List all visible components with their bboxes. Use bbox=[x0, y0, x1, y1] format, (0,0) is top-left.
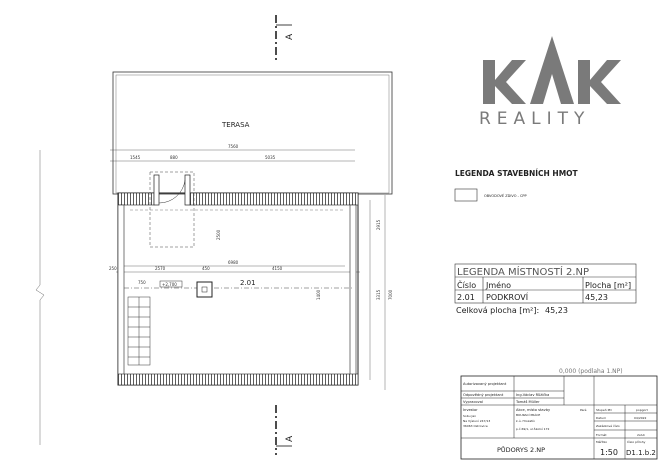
svg-text:5035: 5035 bbox=[265, 155, 276, 160]
svg-text:A: A bbox=[285, 33, 295, 40]
dimension-labels: 7560 1545 880 5035 6980 2570 450 4150 25… bbox=[109, 144, 393, 300]
svg-text:2500: 2500 bbox=[216, 229, 221, 240]
building-walls bbox=[117, 171, 359, 386]
svg-text:450: 450 bbox=[202, 266, 210, 271]
svg-text:Tomáš Müller: Tomáš Müller bbox=[515, 400, 540, 404]
header-number: Číslo bbox=[457, 279, 476, 290]
legend-swatch bbox=[454, 188, 478, 202]
title-block bbox=[460, 375, 658, 460]
svg-text:A: A bbox=[285, 435, 295, 442]
staircase bbox=[127, 296, 151, 366]
svg-text:Paré: Paré bbox=[580, 408, 587, 412]
svg-text:BOURACÍ PRÁCE: BOURACÍ PRÁCE bbox=[516, 412, 540, 417]
svg-text:1545: 1545 bbox=[130, 155, 141, 160]
svg-text:1400: 1400 bbox=[316, 289, 321, 300]
svg-text:REALITY: REALITY bbox=[479, 109, 590, 129]
svg-text:k.ú. Hrozatín: k.ú. Hrozatín bbox=[516, 419, 535, 423]
level-mark-box bbox=[159, 280, 183, 288]
total-area-label: Celková plocha [m²]: bbox=[456, 306, 539, 315]
svg-text:Na Výsluní 247/13: Na Výsluní 247/13 bbox=[463, 419, 490, 423]
chimney bbox=[196, 281, 213, 298]
svg-text:Sobu Jan: Sobu Jan bbox=[463, 414, 476, 418]
drawing-number: D1.1.b.2 bbox=[626, 449, 656, 457]
svg-text:250: 250 bbox=[109, 266, 117, 271]
room-legend-title: LEGENDA MÍSTNOSTÍ 2.NP bbox=[457, 265, 589, 278]
svg-text:popgort: popgort bbox=[636, 408, 649, 412]
svg-text:7000: 7000 bbox=[388, 289, 393, 300]
svg-text:Formát: Formát bbox=[596, 433, 607, 437]
svg-text:Vypracoval: Vypracoval bbox=[463, 400, 483, 404]
svg-text:Datum: Datum bbox=[596, 416, 606, 420]
dimension-lines bbox=[35, 149, 386, 445]
row-area: 45,23 bbox=[585, 293, 608, 302]
svg-text:2xA4: 2xA4 bbox=[637, 433, 645, 437]
svg-text:4150: 4150 bbox=[272, 266, 283, 271]
svg-text:Odpovědný projektant: Odpovědný projektant bbox=[463, 393, 504, 397]
section-marker-top: A bbox=[275, 15, 295, 60]
svg-text:Zakázkové číslo: Zakázkové číslo bbox=[596, 424, 620, 428]
room-number: 2.01 bbox=[240, 279, 256, 287]
svg-text:p.č.69/1, ul.Školní 172: p.č.69/1, ul.Školní 172 bbox=[516, 426, 550, 431]
svg-text:880: 880 bbox=[170, 155, 178, 160]
scale-value: 1:50 bbox=[600, 448, 618, 457]
terrace-label: TERASA bbox=[221, 121, 250, 129]
legend-item-label: OBVODOVÉ ZDIVO - CPP bbox=[484, 193, 527, 198]
header-area: Plocha [m²] bbox=[585, 281, 631, 290]
row-name: PODKROVÍ bbox=[486, 291, 529, 302]
material-legend-title: LEGENDA STAVEBNÍCH HMOT bbox=[455, 169, 579, 178]
drawing-title: PŮDORYS 2.NP bbox=[497, 445, 545, 454]
level-mark: +2,700 bbox=[162, 282, 177, 287]
svg-text:3315: 3315 bbox=[376, 289, 381, 300]
svg-text:Investor: Investor bbox=[463, 408, 478, 412]
svg-text:7560: 7560 bbox=[228, 144, 239, 149]
title-block-text: Autorizovaný projektant Odpovědný projek… bbox=[463, 382, 656, 457]
elevation-note: 0,000 (podlaha 1.NP) bbox=[559, 368, 623, 375]
svg-text:04/2022: 04/2022 bbox=[634, 416, 647, 420]
header-name: Jméno bbox=[485, 280, 511, 290]
room-legend-table bbox=[454, 263, 637, 304]
svg-text:Akce, místo stavby: Akce, místo stavby bbox=[516, 408, 551, 412]
svg-text:2570: 2570 bbox=[155, 266, 166, 271]
svg-text:750: 750 bbox=[138, 280, 146, 285]
total-area-value: 45,23 bbox=[545, 306, 568, 315]
svg-text:Stupeň PD: Stupeň PD bbox=[596, 408, 612, 412]
kvk-logo: REALITY bbox=[479, 36, 621, 129]
row-number: 2.01 bbox=[457, 293, 475, 302]
svg-text:Autorizovaný projektant: Autorizovaný projektant bbox=[463, 382, 507, 386]
svg-text:6980: 6980 bbox=[228, 260, 239, 265]
svg-text:Měřítko: Měřítko bbox=[596, 440, 607, 444]
svg-text:36063 Ostrovice: 36063 Ostrovice bbox=[463, 424, 488, 428]
svg-text:Číslo přílohy: Číslo přílohy bbox=[627, 439, 646, 444]
svg-text:Ing.Václav Růžička: Ing.Václav Růžička bbox=[516, 393, 549, 397]
svg-text:2915: 2915 bbox=[376, 219, 381, 230]
section-marker-bottom: A bbox=[275, 405, 295, 455]
